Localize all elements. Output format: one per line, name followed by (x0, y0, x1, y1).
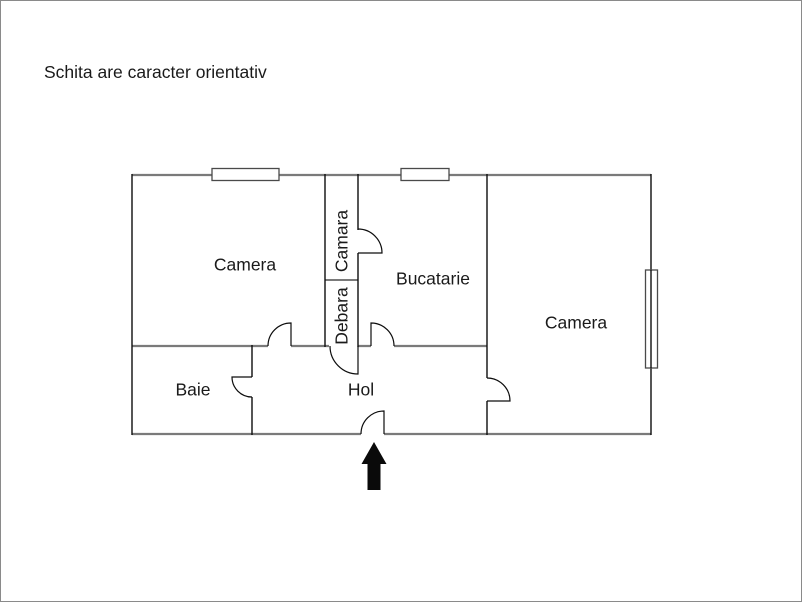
door-icon-camera-right (486, 377, 511, 402)
door-icon-camara (357, 228, 383, 254)
room-label-bucatarie: Bucatarie (396, 268, 470, 289)
room-label-baie: Baie (175, 379, 211, 400)
page-title: Schita are caracter orientativ (44, 62, 267, 82)
door-swing-icons (231, 228, 511, 435)
door-icon-entrance (360, 410, 385, 435)
room-label-camera-right: Camera (544, 312, 608, 333)
room-label-hol: Hol (347, 379, 375, 400)
door-icon-debara (329, 345, 359, 375)
door-icon-bucatarie (370, 322, 395, 347)
room-label-camera-left: Camera (213, 254, 277, 275)
window-icon-top-left (211, 167, 280, 182)
up-arrow-icon (361, 442, 387, 490)
room-label-camara: Camara (331, 209, 352, 273)
door-icon-camera-left (267, 322, 292, 347)
room-label-debara: Debara (331, 287, 352, 345)
window-icon-top-right (400, 167, 450, 182)
door-icon-baie (231, 376, 253, 398)
